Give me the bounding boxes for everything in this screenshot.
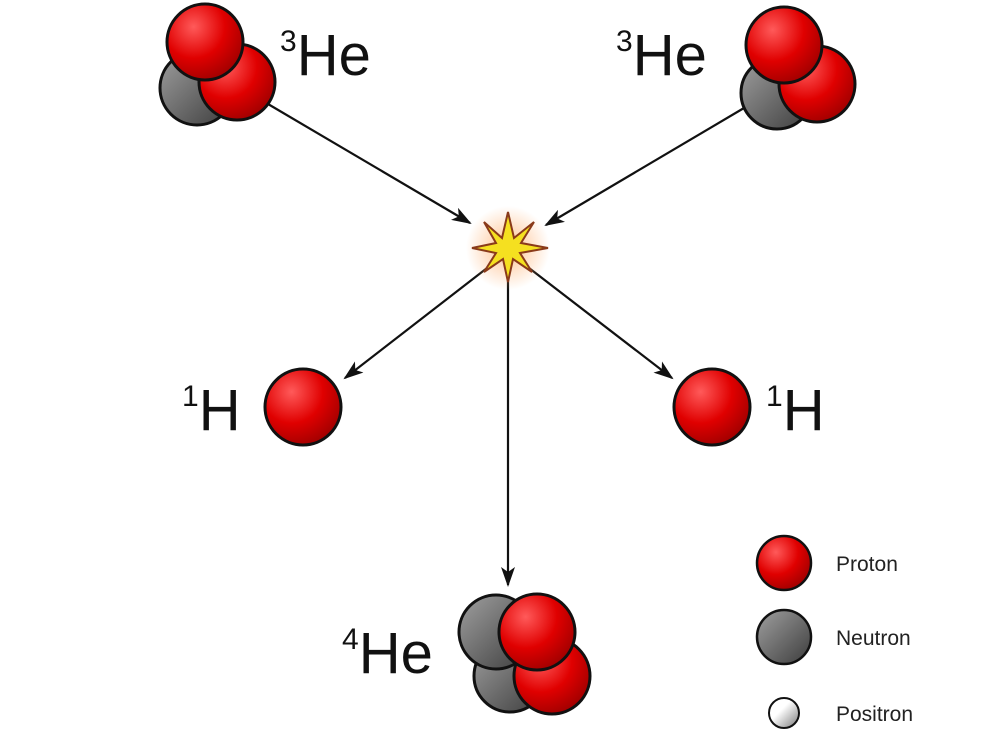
proton-legend-label: Proton (836, 553, 898, 576)
neutron-legend-swatch (755, 608, 813, 666)
helium3-left-nucleus (158, 2, 277, 127)
helium4-nucleus (457, 592, 592, 716)
helium3-right-label: 3He (616, 23, 707, 88)
helium4-label: 4He (342, 621, 433, 686)
legend: Proton Neutron Positron (755, 534, 913, 729)
arrow-out-right (515, 257, 674, 380)
positron-legend-label: Positron (836, 703, 913, 726)
neutron-legend-label: Neutron (836, 627, 911, 650)
hydrogen-left-proton (263, 367, 343, 447)
arrow-in-left (267, 103, 472, 225)
helium3-right-nucleus (739, 5, 857, 131)
collision-star-icon (466, 206, 550, 290)
positron-legend-swatch (768, 697, 800, 729)
hydrogen-right-label: 1H (766, 378, 825, 443)
helium3-left-label: 3He (280, 23, 371, 88)
hydrogen-left-label: 1H (182, 378, 241, 443)
arrow-in-right (544, 107, 745, 227)
arrow-out-left (343, 257, 501, 380)
proton-legend-swatch (755, 534, 813, 592)
hydrogen-right-proton (672, 367, 752, 447)
